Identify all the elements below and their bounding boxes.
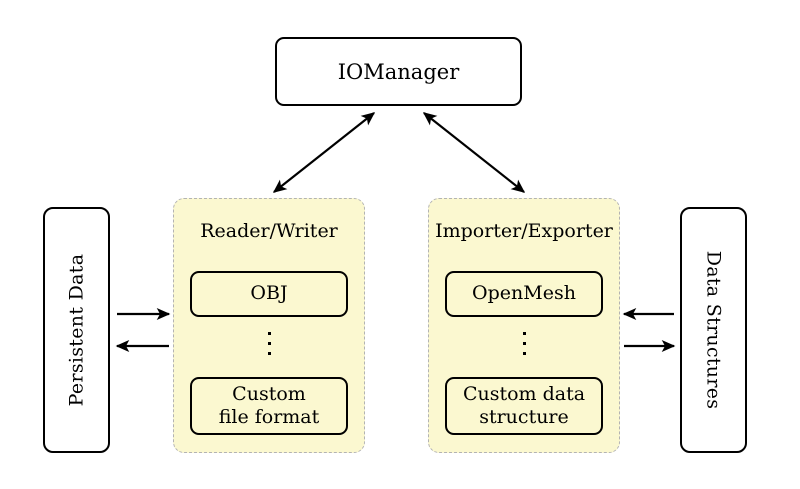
data-structures-node[interactable]: Data Structures: [680, 207, 747, 453]
importer-exporter-item-custom-line2: structure: [479, 406, 569, 428]
arrow-manager-to-reader-writer: [272, 112, 376, 193]
importer-exporter-title: Importer/Exporter: [435, 220, 613, 242]
importer-exporter-item-openmesh[interactable]: OpenMesh: [445, 271, 603, 317]
reader-writer-ellipsis-icon: [174, 332, 364, 355]
importer-exporter-item-custom-line1: Custom data: [462, 382, 586, 405]
importer-exporter-item-custom-data-structure[interactable]: Custom data structure: [445, 377, 603, 435]
reader-writer-item-obj-label: OBJ: [250, 282, 288, 305]
persistent-data-node[interactable]: Persistent Data: [43, 207, 110, 453]
io-manager-node[interactable]: IOManager: [275, 37, 522, 106]
persistent-data-label: Persistent Data: [65, 253, 88, 407]
reader-writer-item-custom-line1: Custom: [232, 382, 306, 405]
reader-writer-item-custom-file-format[interactable]: Custom file format: [190, 377, 348, 435]
reader-writer-item-obj[interactable]: OBJ: [190, 271, 348, 317]
arrow-manager-to-importer-exporter: [422, 112, 526, 193]
reader-writer-title: Reader/Writer: [200, 220, 338, 242]
io-manager-label: IOManager: [337, 59, 460, 84]
data-structures-label: Data Structures: [702, 250, 725, 410]
importer-exporter-item-openmesh-label: OpenMesh: [472, 282, 576, 305]
reader-writer-item-custom-line2: file format: [218, 406, 320, 428]
importer-exporter-ellipsis-icon: [429, 332, 619, 355]
importer-exporter-group: Importer/Exporter OpenMesh Custom data s…: [428, 198, 620, 453]
reader-writer-group: Reader/Writer OBJ Custom file format: [173, 198, 365, 453]
